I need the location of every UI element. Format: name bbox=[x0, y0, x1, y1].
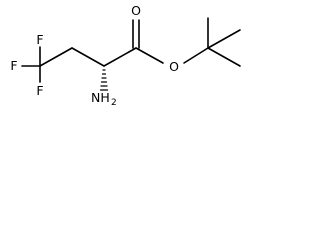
atom-amine-subscript: 2 bbox=[111, 98, 117, 108]
chemical-structure: F F F NH 2 O O bbox=[0, 0, 254, 120]
atom-fluorine-top: F bbox=[36, 32, 43, 47]
atom-carbonyl-oxygen: O bbox=[131, 3, 141, 18]
bond-cf3-ch2 bbox=[39, 47, 73, 67]
bond-tbu-methyl-bottom bbox=[207, 47, 241, 67]
atom-fluorine-bottom: F bbox=[36, 83, 43, 98]
atom-ester-oxygen: O bbox=[169, 59, 179, 74]
bond-tbu-methyl-right bbox=[207, 29, 241, 49]
bond-ester-o-tbu bbox=[183, 47, 209, 64]
stereo-hashed-wedge bbox=[99, 69, 109, 91]
bond-ch2-chiral bbox=[71, 47, 105, 67]
atom-fluorine-left: F bbox=[10, 58, 17, 73]
atom-amine: NH bbox=[91, 90, 110, 105]
structure-drawing: F F F NH 2 O O bbox=[10, 3, 241, 108]
bond-chiral-carbonyl bbox=[103, 47, 137, 67]
bond-carbonyl-ester-o bbox=[135, 47, 164, 64]
